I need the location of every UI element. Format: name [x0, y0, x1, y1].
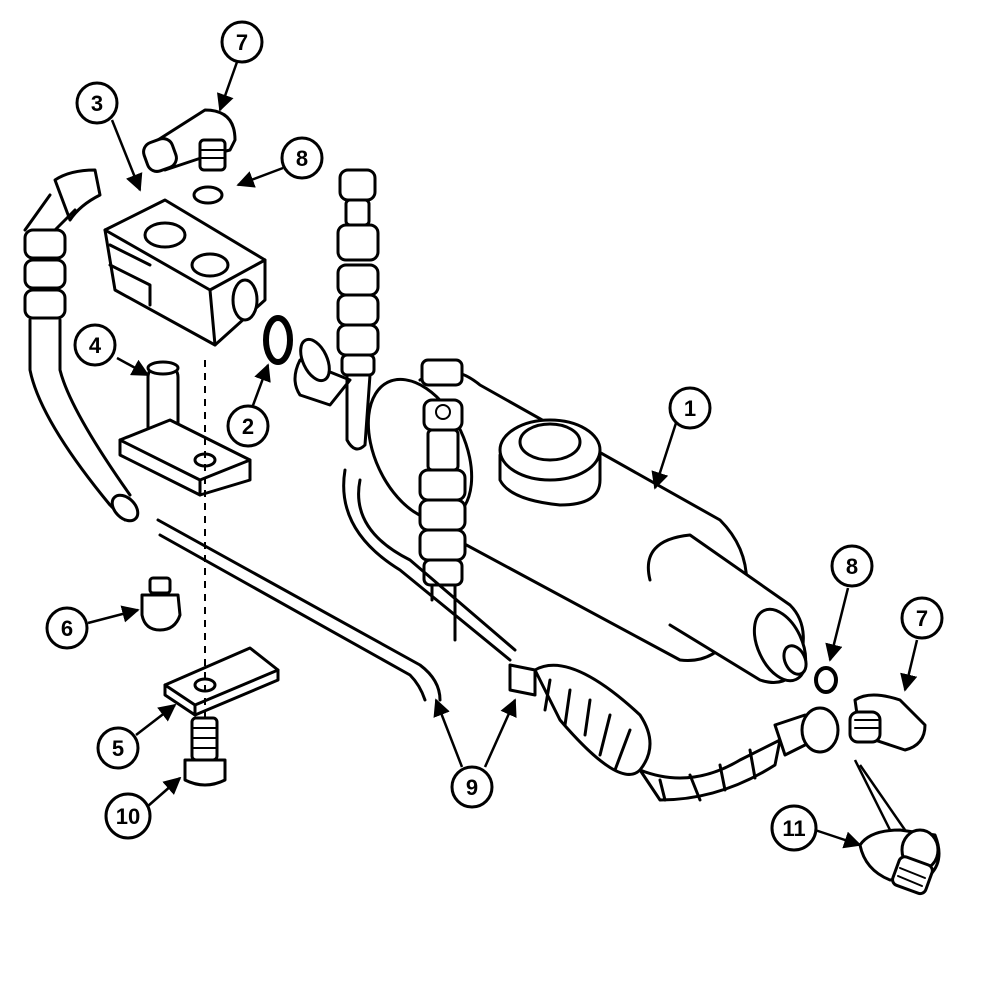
callout-1-label: 1 — [684, 396, 696, 421]
callout-3-label: 3 — [91, 91, 103, 116]
callout-10: 10 — [104, 792, 152, 840]
tube-lower-part — [156, 468, 840, 802]
o-ring-part — [263, 315, 293, 365]
callout-11: 11 — [770, 804, 818, 852]
valve-block-part — [103, 198, 267, 347]
elbow-fitting-top-part — [142, 108, 237, 173]
callout-8-top-label: 8 — [296, 146, 308, 171]
cylinder-tube-fitting — [418, 358, 467, 642]
elbow-fitting-part — [858, 828, 941, 896]
leader-lines — [87, 61, 919, 849]
cylinder-part — [293, 337, 808, 684]
callout-9-label: 9 — [466, 775, 478, 800]
callout-6: 6 — [45, 606, 89, 650]
callout-8-right: 8 — [830, 544, 874, 588]
callout-2-label: 2 — [242, 414, 254, 439]
callout-7-right: 7 — [900, 596, 944, 640]
callout-5: 5 — [96, 726, 140, 770]
callout-2: 2 — [226, 404, 270, 448]
hose-left-part — [23, 168, 140, 523]
callout-7-top-label: 7 — [236, 30, 248, 55]
tube-top-part — [336, 168, 380, 451]
bolt-part — [183, 716, 227, 787]
callout-11-label: 11 — [782, 816, 805, 841]
callout-8-top: 8 — [280, 136, 324, 180]
elbow-fitting-right-part — [848, 693, 927, 752]
callout-9: 9 — [450, 765, 494, 809]
callout-4-label: 4 — [89, 333, 102, 358]
callout-7-right-label: 7 — [916, 606, 928, 631]
callout-1: 1 — [668, 386, 712, 430]
o-ring-top-part — [192, 185, 224, 205]
callout-6-label: 6 — [61, 616, 73, 641]
grease-fitting-part — [140, 576, 182, 632]
pin-plate-part — [118, 360, 252, 497]
callout-3: 3 — [75, 81, 119, 125]
callout-5-label: 5 — [112, 736, 124, 761]
o-ring-right-part — [814, 666, 838, 694]
callout-10-label: 10 — [116, 804, 140, 829]
callout-4: 4 — [73, 323, 117, 367]
callout-7-top: 7 — [220, 20, 264, 64]
callout-8-right-label: 8 — [846, 554, 858, 579]
plate-part — [163, 646, 280, 717]
